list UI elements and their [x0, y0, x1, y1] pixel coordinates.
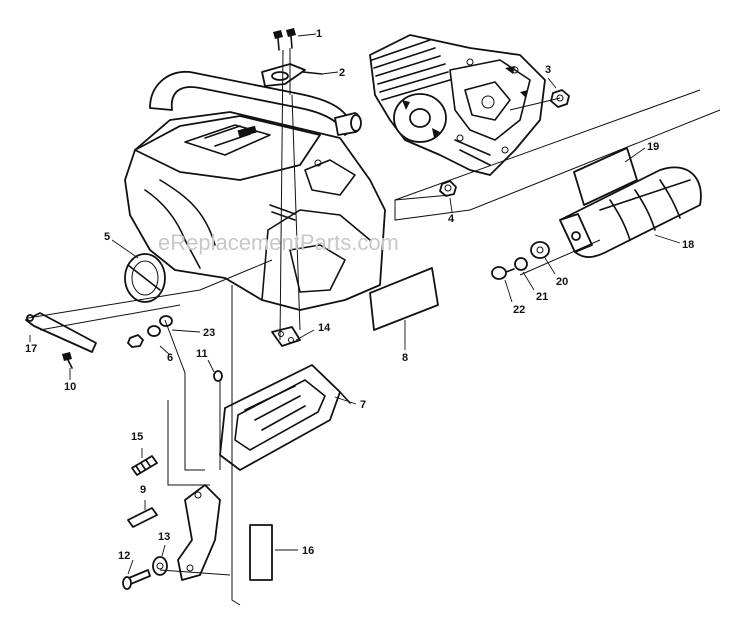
- engine-assembly: [369, 34, 546, 176]
- callout-12: 12: [118, 550, 130, 562]
- housing-assembly: [124, 71, 386, 311]
- callout-13: 13: [158, 531, 170, 543]
- part-11-pin: [213, 370, 223, 382]
- part-18-shield: [559, 166, 702, 258]
- callout-21: 21: [536, 291, 548, 303]
- callout-6: 6: [167, 352, 173, 364]
- part-22-screw: [491, 266, 515, 280]
- part-5-starter-spring: [124, 253, 166, 303]
- callout-19: 19: [647, 141, 659, 153]
- part-19-label: [573, 147, 638, 206]
- callout-20: 20: [556, 276, 568, 288]
- part-4-nut: [439, 180, 457, 197]
- callout-4: 4: [448, 213, 455, 225]
- callout-16: 16: [302, 545, 314, 557]
- callout-11: 11: [196, 348, 208, 360]
- part-14-clip: [271, 326, 301, 347]
- callout-2: 2: [339, 67, 345, 79]
- part-1-screws: [273, 28, 296, 51]
- alignment-lines: [27, 48, 721, 606]
- callout-10: 10: [64, 381, 76, 393]
- callout-numbers: 1 2 3 4 5 6 7 8 9 10 11 12 13 14 15 16 1…: [25, 28, 694, 562]
- watermark-text: eReplacementParts.com: [158, 230, 399, 255]
- part-8-gasket: [369, 267, 439, 331]
- part-15-stud: [131, 455, 158, 476]
- part-21-washer: [514, 257, 528, 271]
- callout-5: 5: [104, 231, 110, 243]
- callout-17: 17: [25, 343, 37, 355]
- part-17-guide: [25, 312, 97, 353]
- callout-14: 14: [318, 322, 331, 334]
- leader-lines: [29, 33, 681, 575]
- part-13-washer: [152, 556, 168, 576]
- part-7-cover: [219, 364, 351, 471]
- callout-15: 15: [131, 431, 143, 443]
- callout-1: 1: [316, 28, 322, 40]
- part-9-stud: [127, 507, 158, 528]
- part-10-screw: [62, 352, 73, 369]
- part-20-washer: [530, 241, 550, 259]
- part-23-washer: [127, 315, 173, 348]
- callout-23: 23: [203, 327, 215, 339]
- part-16-block: [249, 524, 273, 581]
- callout-9: 9: [140, 484, 146, 496]
- callout-3: 3: [545, 64, 551, 76]
- bracket-plate: [177, 484, 221, 581]
- part-12-screw: [122, 569, 151, 590]
- callout-8: 8: [402, 352, 408, 364]
- part-2-bracket: [261, 63, 323, 87]
- callout-22: 22: [513, 304, 525, 316]
- callout-18: 18: [682, 239, 694, 251]
- callout-7: 7: [360, 399, 366, 411]
